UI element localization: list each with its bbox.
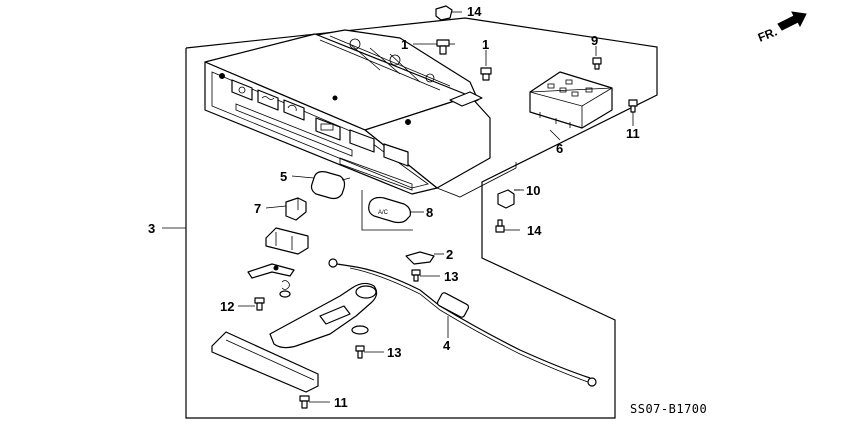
screw-1-a (436, 39, 455, 55)
callout-13-b: 13 (387, 345, 401, 360)
control-cable (328, 258, 597, 387)
slide-lever-assembly (269, 282, 378, 349)
callout-4: 4 (443, 338, 451, 353)
svg-text:A/C: A/C (378, 210, 389, 216)
callout-13-a: 13 (444, 269, 458, 284)
knob-7 (285, 197, 307, 221)
screw-11-bottom (299, 395, 310, 409)
callout-12: 12 (220, 299, 234, 314)
fasteners (254, 5, 638, 409)
callout-1-a: 1 (401, 37, 408, 52)
callout-11-right: 11 (626, 126, 640, 141)
screw-12 (254, 297, 265, 311)
callout-6: 6 (556, 141, 563, 156)
callout-labels: 14 1 1 9 11 6 10 14 5 7 8 3 2 13 12 4 13… (148, 4, 640, 410)
callout-2: 2 (446, 247, 453, 262)
callout-10: 10 (526, 183, 540, 198)
callout-8: 8 (426, 205, 433, 220)
callout-14-top: 14 (467, 4, 482, 19)
diagram-code: SS07-B1700 (630, 402, 707, 416)
callout-9: 9 (591, 33, 598, 48)
clip-10 (497, 189, 520, 209)
callout-11-bottom: 11 (334, 395, 348, 410)
svg-text:FR.: FR. (756, 25, 779, 45)
callout-1-b: 1 (482, 37, 489, 52)
blower-switch (529, 71, 613, 129)
control-lever (247, 263, 295, 298)
heater-control-panel (204, 29, 491, 195)
lever-bracket (265, 227, 309, 255)
front-direction-indicator: FR. (756, 11, 807, 45)
defrost-icon (257, 89, 279, 111)
callout-3: 3 (148, 221, 155, 236)
slide-plate (211, 331, 319, 393)
screw-9 (592, 57, 602, 70)
leader-lines (238, 43, 634, 403)
knob-5 (310, 171, 351, 200)
recirculation-icon (283, 99, 305, 121)
screw-1-b (480, 50, 492, 81)
callout-7: 7 (254, 201, 261, 216)
screw-13-a (411, 269, 421, 282)
cable-clip-2 (405, 251, 435, 265)
assembly-outline (162, 17, 658, 419)
screw-13-b (355, 345, 365, 359)
screw-11-right (628, 99, 638, 113)
clip-14-right (495, 219, 505, 233)
ac-icon (315, 117, 341, 141)
panel-push-buttons (231, 79, 409, 167)
ac-switch: A/C (368, 196, 411, 224)
clip-14-top (435, 5, 462, 21)
callout-5: 5 (280, 169, 287, 184)
callout-14-right: 14 (527, 223, 542, 238)
fan-icon (231, 79, 253, 101)
